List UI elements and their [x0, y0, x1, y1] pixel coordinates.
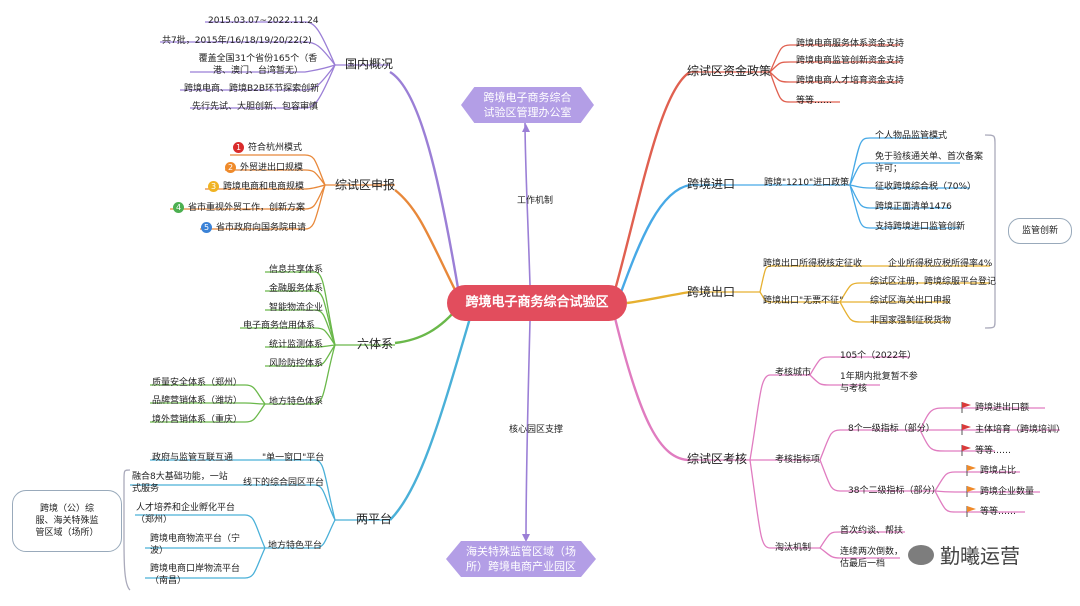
assessment-item[interactable]: 首次约谈、帮扶 — [840, 526, 904, 536]
funding-item[interactable]: 等等…… — [796, 96, 833, 106]
system-item[interactable]: 风险防控体系 — [269, 359, 324, 369]
badge-1: 1 — [233, 142, 244, 153]
import-item[interactable]: 跨境正面清单1476 — [875, 202, 952, 212]
platform-item[interactable]: "单一窗口"平台 — [262, 453, 325, 463]
indicator-item[interactable]: 跨境占比 — [980, 466, 1017, 476]
system-item[interactable]: 统计监测体系 — [269, 340, 324, 350]
domestic-item[interactable]: 先行先试、大胆创新、包容审慎 — [192, 102, 319, 112]
import-item[interactable]: 个人物品监管模式 — [875, 131, 948, 141]
system-item[interactable]: 智能物流企业 — [269, 303, 324, 313]
flag-red-icon — [961, 402, 971, 413]
assessment-item[interactable]: 1年期内批复暂不参与考核 — [840, 372, 918, 394]
export-item[interactable]: 企业所得税应税所得率4% — [888, 259, 993, 269]
platform-item[interactable]: 地方特色平台 — [268, 541, 323, 551]
indicator-item[interactable]: 等等…… — [975, 446, 1012, 456]
hex-node-bottom-text: 海关特殊监管区域（场 所）跨境电商产业园区 — [466, 545, 576, 573]
hex-node-top[interactable]: 跨境电子商务综合 试验区管理办公室 — [461, 87, 594, 123]
flag-orange-icon — [966, 506, 976, 517]
export-item[interactable]: 综试区注册，跨境综服平台登记 — [870, 277, 997, 287]
bonded-zone-text: 跨境（公）综 服、海关特殊监 管区域（场所） — [35, 504, 99, 538]
branch-funding-policy[interactable]: 综试区资金政策 — [687, 64, 772, 78]
indicator-item[interactable]: 主体培育（跨境培训） — [975, 425, 1066, 435]
domestic-item[interactable]: 共7批，2015年/16/18/19/20/22(2) — [162, 36, 312, 46]
assessment-item[interactable]: 105个（2022年） — [840, 351, 917, 361]
application-step[interactable]: 跨境电商和电商规模 — [223, 182, 305, 192]
import-item[interactable]: 免于验核通关单、首次备案许可； — [875, 152, 984, 174]
branch-application[interactable]: 综试区申报 — [335, 178, 396, 192]
branch-assessment[interactable]: 综试区考核 — [687, 452, 748, 466]
branch-six-systems[interactable]: 六体系 — [357, 337, 394, 351]
flag-red-icon — [961, 445, 971, 456]
flag-red-icon — [961, 424, 971, 435]
domestic-item[interactable]: 2015.03.07~2022.11.24 — [208, 16, 319, 26]
assessment-node[interactable]: 考核指标项 — [775, 455, 821, 465]
badge-2: 2 — [225, 162, 236, 173]
indicator-item[interactable]: 跨境进出口额 — [975, 403, 1030, 413]
branch-export[interactable]: 跨境出口 — [687, 285, 736, 299]
indicator-item[interactable]: 等等…… — [980, 507, 1017, 517]
platform-subitem[interactable]: 人才培养和企业孵化平台（郑州） — [136, 503, 236, 525]
domestic-item[interactable]: 覆盖全国31个省份165个（香港、澳门、台湾暂无） — [198, 54, 318, 76]
import-policy-1210[interactable]: 跨境"1210"进口政策 — [764, 178, 850, 188]
application-step[interactable]: 符合杭州模式 — [248, 143, 303, 153]
system-subitem[interactable]: 品牌营销体系（潍坊） — [152, 396, 243, 406]
export-item[interactable]: 综试区海关出口申报 — [870, 296, 952, 306]
central-topic[interactable]: 跨境电子商务综合试验区 — [447, 285, 627, 321]
assessment-item[interactable]: 38个二级指标（部分） — [848, 486, 941, 496]
branch-two-platforms[interactable]: 两平台 — [356, 512, 393, 526]
system-subitem[interactable]: 境外营销体系（重庆） — [152, 415, 243, 425]
export-item[interactable]: 非国家强制征税货物 — [870, 316, 952, 326]
badge-3: 3 — [208, 181, 219, 192]
export-node[interactable]: 跨境出口所得税核定征收 — [763, 259, 863, 269]
import-item[interactable]: 征收跨境综合税（70%） — [875, 182, 977, 192]
domestic-item[interactable]: 跨境电商、跨境B2B环节探索创新 — [184, 84, 320, 94]
application-step[interactable]: 省市重视外贸工作，创新方案 — [188, 203, 306, 213]
system-item[interactable]: 电子商务信用体系 — [243, 321, 316, 331]
branch-import[interactable]: 跨境进口 — [687, 177, 736, 191]
branch-domestic-overview[interactable]: 国内概况 — [345, 57, 394, 71]
application-step[interactable]: 省市政府向国务院申请 — [216, 223, 307, 233]
badge-5: 5 — [201, 222, 212, 233]
edge-label-mechanism: 工作机制 — [517, 196, 554, 206]
system-item[interactable]: 地方特色体系 — [269, 397, 324, 407]
flag-orange-icon — [966, 465, 976, 476]
wechat-icon — [908, 544, 934, 565]
application-step[interactable]: 外贸进出口规模 — [240, 163, 304, 173]
assessment-item[interactable]: 8个一级指标（部分） — [848, 424, 935, 434]
flag-orange-icon — [966, 486, 976, 497]
platform-subitem[interactable]: 跨境电商口岸物流平台（南昌） — [150, 564, 241, 586]
system-item[interactable]: 金融服务体系 — [269, 284, 324, 294]
import-item[interactable]: 支持跨境进口监管创新 — [875, 222, 966, 232]
export-node[interactable]: 跨境出口"无票不征" — [763, 296, 844, 306]
platform-item[interactable]: 线下的综合园区平台 — [243, 478, 325, 488]
hex-node-top-text: 跨境电子商务综合 试验区管理办公室 — [483, 91, 572, 119]
platform-subitem[interactable]: 跨境电商物流平台（宁波） — [150, 534, 241, 556]
assessment-node[interactable]: 考核城市 — [775, 368, 812, 378]
system-subitem[interactable]: 质量安全体系（郑州） — [152, 378, 243, 388]
assessment-node[interactable]: 淘汰机制 — [775, 543, 812, 553]
assessment-item[interactable]: 连续两次倒数，估最后一档 — [840, 547, 904, 569]
funding-item[interactable]: 跨境电商服务体系资金支持 — [796, 39, 905, 49]
bonded-zone-bubble[interactable]: 跨境（公）综 服、海关特殊监 管区域（场所） — [12, 490, 122, 552]
funding-item[interactable]: 跨境电商人才培育资金支持 — [796, 76, 905, 86]
funding-item[interactable]: 跨境电商监管创新资金支持 — [796, 56, 905, 66]
indicator-item[interactable]: 跨境企业数量 — [980, 487, 1035, 497]
platform-subitem[interactable]: 融合8大基础功能，一站式服务 — [132, 472, 228, 494]
regulatory-innovation-bubble[interactable]: 监管创新 — [1008, 218, 1072, 244]
platform-subitem[interactable]: 政府与监管互联互通 — [152, 453, 234, 463]
watermark: 勤曦运营 — [908, 540, 1020, 569]
hex-node-bottom[interactable]: 海关特殊监管区域（场 所）跨境电商产业园区 — [446, 541, 596, 577]
system-item[interactable]: 信息共享体系 — [269, 265, 324, 275]
edge-label-core-park: 核心园区支撑 — [509, 425, 564, 435]
badge-4: 4 — [173, 202, 184, 213]
watermark-text: 勤曦运营 — [940, 544, 1020, 568]
